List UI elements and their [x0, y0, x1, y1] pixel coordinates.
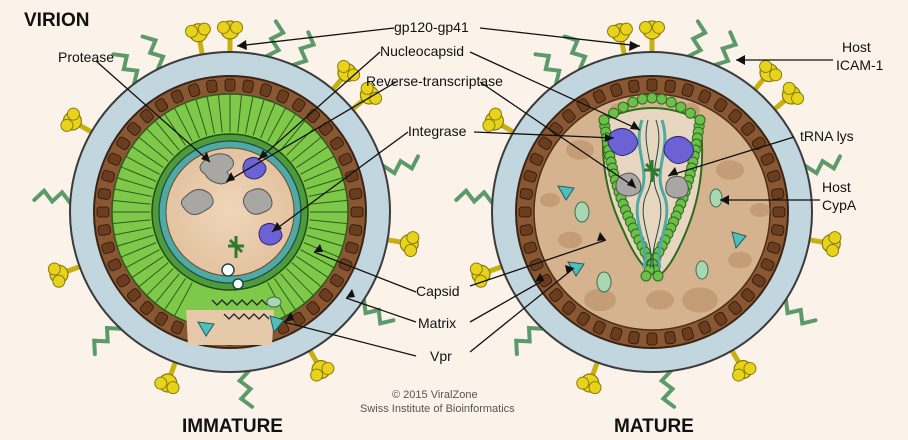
mature-rna-strand-3 [642, 119, 652, 269]
immature-icam-stem [291, 30, 317, 67]
mature-cypa-1 [574, 201, 590, 223]
immature-vpr-2 [269, 315, 285, 334]
immature-glycoprotein-spike [330, 59, 361, 92]
mature-rna-strand-4 [652, 119, 662, 269]
mature-cypa-4 [695, 260, 709, 280]
mature-cypa-2 [709, 188, 723, 208]
label-protease: Protease [58, 49, 114, 65]
mature-matrix-blocks [518, 78, 786, 346]
immature-glycoprotein-spike [47, 262, 81, 288]
immature-icam-stem [111, 52, 140, 86]
mature-trna [644, 160, 660, 182]
immature-icam-stem [32, 187, 73, 205]
immature-glycoprotein-spike [185, 22, 211, 55]
mature-spikes [454, 19, 842, 409]
immature-grey-protein-3 [242, 188, 273, 215]
arrowheads [201, 40, 745, 322]
immature-trna [228, 236, 244, 258]
mature-icam-stem [658, 369, 677, 409]
mature-integrase-1 [607, 128, 638, 156]
immature-icam-stem [381, 154, 420, 176]
immature-spikes [32, 19, 420, 409]
mature-icam-stem [454, 187, 495, 205]
immature-icam-stem [236, 369, 255, 409]
immature-glycoprotein-spike [60, 107, 93, 135]
immature-cypa-2 [232, 278, 244, 290]
mature-glycoprotein-spike [638, 20, 666, 52]
mature-rna-strand-1 [635, 119, 647, 269]
mature-virion [454, 19, 842, 409]
label-integrase: Integrase [408, 123, 467, 139]
credit-line2: Swiss Institute of Bioinformatics [360, 403, 515, 415]
mature-glycoprotein-spike [752, 59, 783, 92]
immature-cypa-3 [266, 296, 282, 308]
label-host-icam-line2: ICAM-1 [836, 57, 884, 73]
immature-icam-stem [361, 297, 396, 326]
label-nucleocapsid: Nucleocapsid [380, 43, 464, 59]
caption-immature: IMMATURE [182, 416, 283, 437]
mature-glycoprotein-spike [576, 361, 602, 395]
immature-rna-strand-2 [223, 313, 270, 320]
mature-glycoprotein-spike [772, 81, 805, 112]
immature-icam-stem [264, 19, 287, 59]
immature-icam-stem [140, 34, 166, 72]
mature-icam-stem [783, 297, 818, 326]
title-virion: VIRION [24, 10, 89, 31]
immature-glycoprotein-spike [350, 81, 383, 112]
immature-capsid-gap [186, 310, 274, 345]
credit-line1: © 2015 ViralZone [392, 389, 478, 401]
mature-glycoprotein-spike [469, 262, 503, 288]
mature-glycoprotein-spike [607, 22, 633, 55]
immature-cypa-1 [221, 263, 235, 277]
immature-grey-protein-2 [180, 189, 214, 215]
immature-rna-strand-1 [211, 299, 268, 306]
mature-grey-protein-2 [665, 175, 689, 199]
mature-icam-stem [533, 52, 562, 86]
mature-glycoprotein-spike [482, 107, 515, 135]
mature-integrase-2 [663, 136, 694, 164]
caption-mature: MATURE [614, 416, 694, 437]
immature-glycoprotein-spike [154, 361, 180, 395]
label-capsid: Capsid [416, 283, 460, 299]
mature-glycoprotein-spike [809, 231, 842, 257]
immature-glycoprotein-spike [387, 231, 420, 257]
mature-vpr-3 [731, 231, 747, 250]
immature-capsid-segments [112, 94, 348, 317]
mature-vpr-1 [557, 185, 575, 201]
label-host-icam-line1: Host [842, 39, 871, 55]
mature-icam-stem [514, 325, 545, 357]
label-vpr: Vpr [430, 348, 452, 364]
label-host-cypa-line1: Host [822, 179, 851, 195]
mature-cypa-3 [596, 271, 612, 293]
immature-virion [32, 19, 420, 409]
label-gp120-gp41: gp120-gp41 [394, 19, 469, 35]
label-trna-lys: tRNA lys [800, 128, 854, 144]
mature-icam-stem [562, 34, 588, 72]
immature-glycoprotein-spike [307, 349, 335, 382]
mature-icam-stem [803, 154, 842, 176]
immature-vpr-1 [197, 321, 215, 337]
mature-glycoprotein-spike [729, 349, 757, 382]
leader-lines [95, 27, 833, 357]
immature-glycoprotein-spike [216, 20, 244, 52]
label-host-cypa-line2: CypA [822, 197, 857, 213]
mature-icam-stem [713, 30, 739, 67]
label-reverse-transcriptase: Reverse-transcriptase [366, 73, 503, 89]
label-matrix: Matrix [418, 315, 456, 331]
mature-icam-stem [686, 19, 709, 59]
immature-icam-stem [92, 325, 123, 357]
